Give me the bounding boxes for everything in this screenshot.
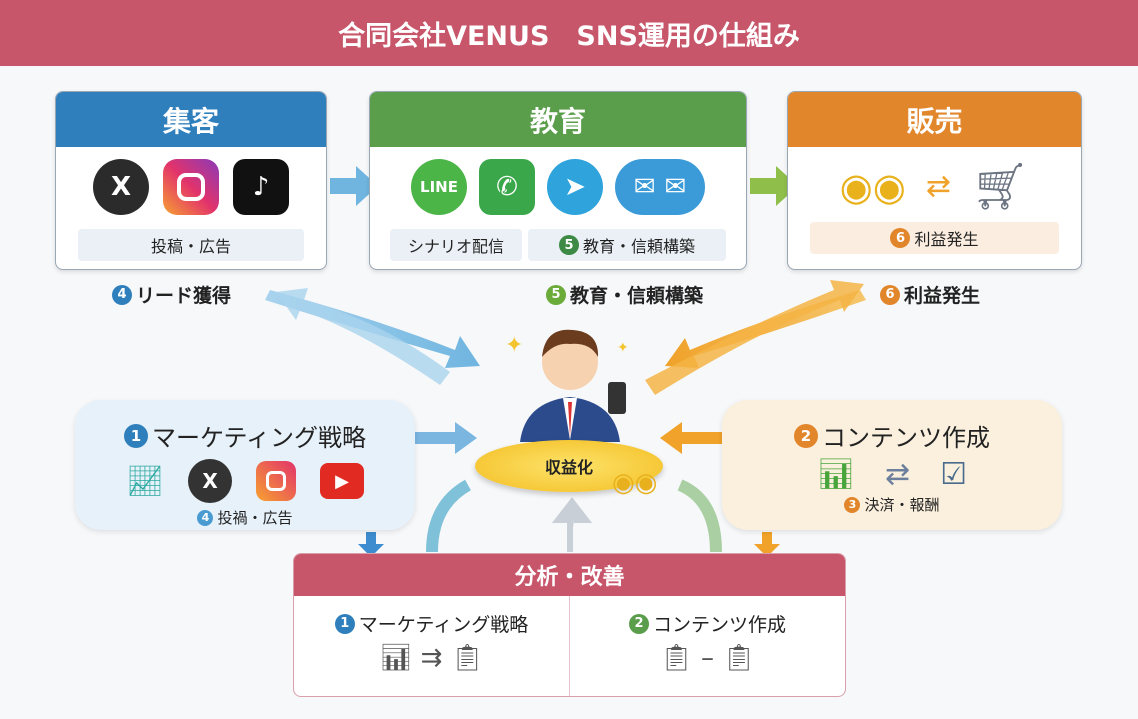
- panel-title: マーケティング戦略: [151, 424, 367, 452]
- svg-text:✦: ✦: [505, 333, 523, 358]
- page-title: 合同会社VENUS SNS運用の仕組み: [0, 0, 1138, 66]
- item-text: マーケティング戦略: [358, 614, 529, 636]
- businessman-illustration: ✦✦: [505, 329, 629, 442]
- arrow-edu-to-sales: [750, 166, 798, 206]
- coins-icon: ◉◉: [839, 164, 906, 209]
- line-icon: LINE: [411, 159, 467, 215]
- x-icon: X: [93, 159, 149, 215]
- num-badge: 4: [197, 509, 214, 526]
- youtube-icon: ▶: [320, 463, 365, 499]
- num-badge: 4: [112, 284, 132, 305]
- telegram-icon: ➤: [547, 159, 603, 215]
- box-title: 分析・改善: [294, 554, 845, 596]
- mail-icon: ✉ ✉: [615, 159, 705, 215]
- caption-scenario: シナリオ配信: [390, 229, 522, 261]
- exchange-arrow-icon: ⇄: [925, 169, 952, 204]
- num-badge: 5: [558, 235, 579, 255]
- checklist-icon: ☑︎: [940, 457, 968, 492]
- num-badge: 3: [844, 496, 861, 513]
- whatsapp-icon: ✆: [479, 159, 535, 215]
- arrow-bottom-up-green: [677, 479, 722, 553]
- label-text: 利益発生: [904, 285, 981, 307]
- instagram-icon: [163, 159, 219, 215]
- arrow-right-to-center: [660, 422, 722, 454]
- arrow-center-to-sales: [645, 280, 864, 395]
- num-badge: 2: [794, 423, 818, 448]
- instagram-icon: [256, 461, 297, 501]
- chart-arrow-clipboard-icon: 📊︎ ⇉ 📋︎: [379, 643, 484, 673]
- label-text: 教育・信頼構築: [570, 285, 704, 307]
- growth-chart-icon: 📈︎: [125, 463, 165, 499]
- stage-title: 集客: [56, 92, 326, 147]
- monetization-platform: 収益化: [475, 440, 663, 492]
- panel-subtitle: 投禍・広告: [217, 509, 293, 527]
- num-badge: 1: [334, 613, 355, 634]
- item-text: コンテンツ作成: [652, 614, 786, 636]
- panel-title: コンテンツ作成: [822, 424, 990, 452]
- arrow-left-to-center: [415, 422, 477, 454]
- num-badge: 6: [890, 228, 911, 248]
- clipboard-flow-icon: 📋︎ – 📋︎: [659, 643, 756, 673]
- svg-text:✦: ✦: [617, 340, 629, 356]
- arrow-right-down: [754, 532, 780, 557]
- num-badge: 5: [546, 284, 566, 305]
- num-badge: 6: [880, 284, 900, 305]
- arrow-bottom-up-blue: [426, 479, 472, 553]
- num-badge: 2: [628, 613, 649, 634]
- panel-subtitle: 決済・報酬: [864, 496, 940, 514]
- stage-title: 教育: [370, 92, 746, 147]
- growth-chart-icon: 📊︎: [816, 457, 856, 492]
- arrow-collect-to-edu: [330, 166, 378, 206]
- stage-card-collect: 集客 X ♪ 投稿・広告: [55, 91, 327, 270]
- arrow-bottom-up-gray: [551, 497, 593, 552]
- x-icon: X: [188, 459, 233, 503]
- num-badge: 1: [123, 423, 148, 448]
- exchange-arrows-icon: ⇄: [885, 457, 911, 492]
- label-text: リード獲得: [136, 285, 232, 307]
- caption: 利益発生: [914, 230, 979, 249]
- caption-trust: 教育・信頼構築: [582, 237, 695, 256]
- arrow-center-to-lead: [276, 288, 450, 385]
- stage-title: 販売: [788, 92, 1081, 147]
- caption: 投稿・広告: [78, 229, 304, 261]
- tiktok-icon: ♪: [233, 159, 289, 215]
- arrow-left-down: [358, 532, 384, 557]
- cart-icon: 🛒︎: [971, 159, 1030, 213]
- coin-stack-icon: ◉◉: [612, 468, 658, 498]
